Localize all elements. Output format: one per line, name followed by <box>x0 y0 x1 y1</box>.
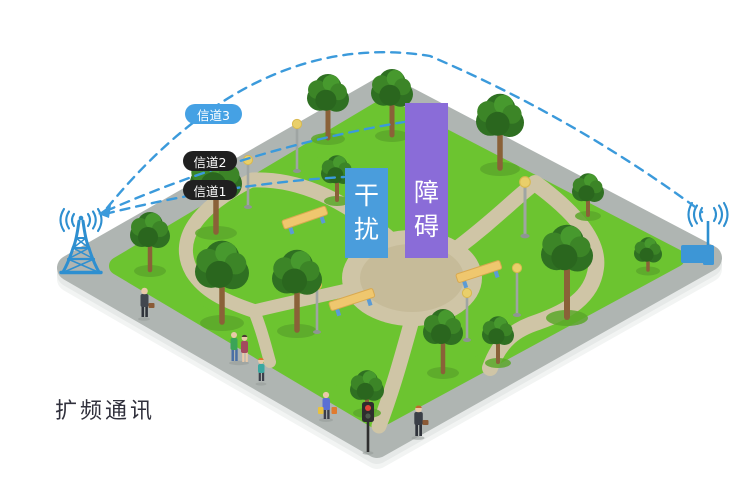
tree <box>272 249 322 333</box>
channel-1-text: 信道1 <box>193 183 227 199</box>
traffic-light <box>362 402 374 455</box>
tree <box>482 316 514 364</box>
pedestrian-couple <box>229 332 249 366</box>
tower-signal-waves-icon <box>59 207 103 233</box>
tree <box>130 212 170 273</box>
router-icon <box>681 221 714 265</box>
channel-3-text: 信道3 <box>197 107 230 123</box>
tree <box>476 93 524 171</box>
tree <box>307 73 349 141</box>
pedestrians <box>138 287 429 440</box>
tree <box>634 237 662 272</box>
interference-text: 干扰 <box>353 181 379 244</box>
tree <box>321 155 353 202</box>
pedestrian-shopper <box>318 391 337 422</box>
channel-1-link <box>103 175 346 216</box>
pedestrian <box>411 405 429 440</box>
channel-2-link <box>104 120 406 213</box>
pedestrian <box>138 287 155 321</box>
channel-1-label: 信道1 <box>183 180 237 200</box>
channel-3-label: 信道3 <box>185 104 242 124</box>
channel-2-text: 信道2 <box>193 154 227 170</box>
diagram-title: 扩频通讯 <box>55 399 156 424</box>
tree <box>572 173 604 217</box>
arrow-icon <box>98 205 111 218</box>
tree <box>541 224 593 320</box>
obstacle-block: 障碍 <box>405 103 448 258</box>
tree <box>195 240 249 325</box>
tree <box>423 309 463 375</box>
radio-tower-icon <box>59 215 103 275</box>
channel-2-label: 信道2 <box>183 151 237 171</box>
red-light <box>365 405 371 411</box>
pedestrian-child <box>255 357 267 386</box>
interference-block: 干扰 <box>345 168 388 258</box>
tree <box>371 68 413 138</box>
obstacle-text: 障碍 <box>413 178 439 241</box>
